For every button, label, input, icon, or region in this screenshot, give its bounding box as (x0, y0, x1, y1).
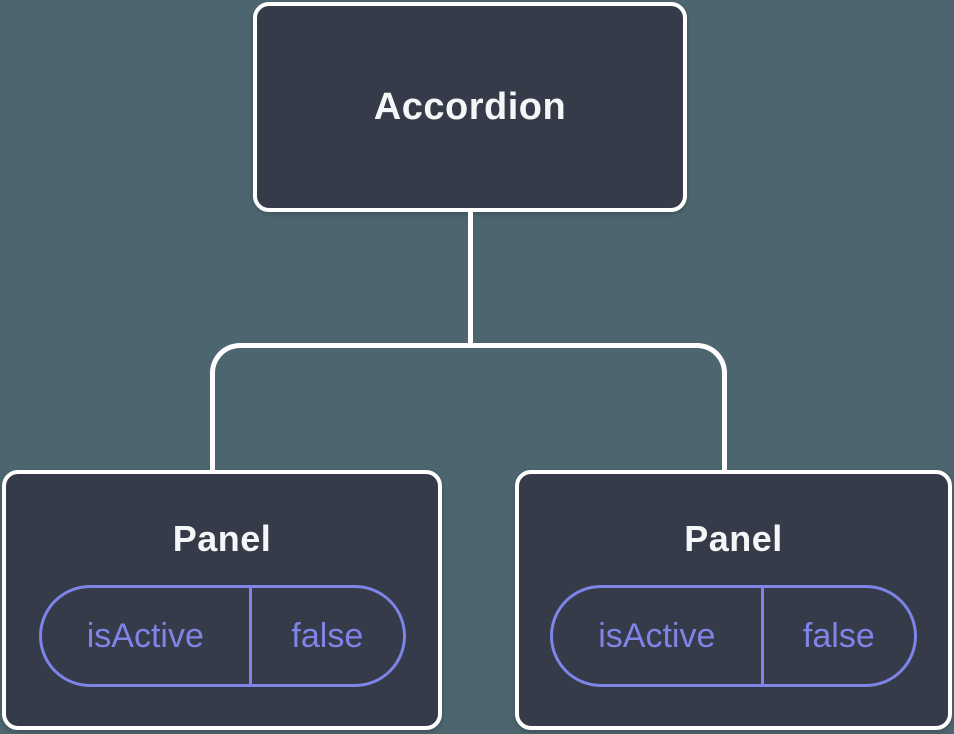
state-pill: isActive false (550, 585, 917, 688)
state-pill: isActive false (38, 585, 406, 688)
accordion-node: Accordion (253, 2, 687, 212)
panel-node-label: Panel (172, 518, 272, 559)
connector-bracket-line (210, 343, 727, 470)
panel-node-left: Panel isActive false (2, 470, 442, 730)
panel-node-right: Panel isActive false (515, 470, 952, 730)
state-name: isActive (42, 588, 253, 685)
state-value: false (291, 616, 364, 655)
accordion-node-label: Accordion (373, 85, 567, 128)
state-value: false (802, 616, 875, 655)
panel-node-label: Panel (684, 518, 783, 559)
connector-stem-line (468, 212, 473, 348)
state-name: isActive (553, 588, 764, 685)
